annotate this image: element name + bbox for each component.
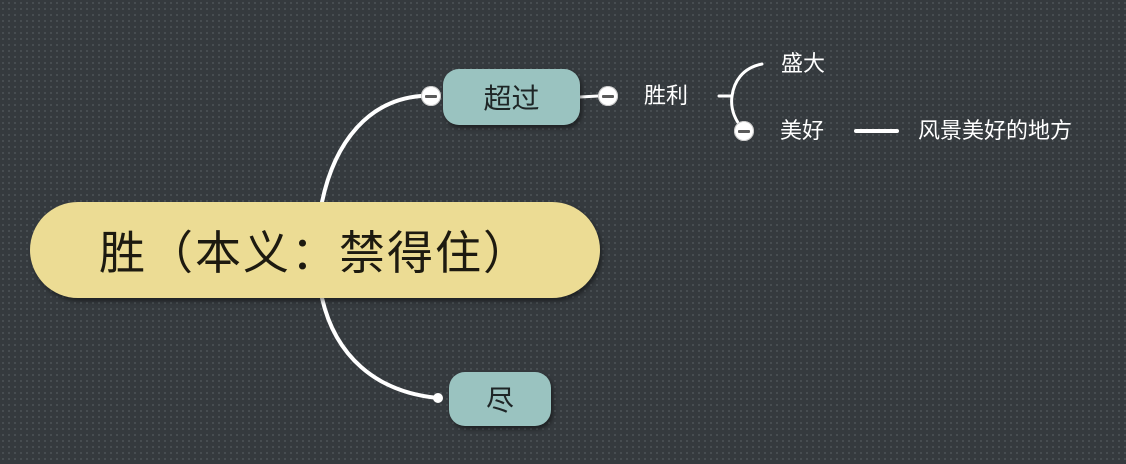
connector-shengli-brace <box>730 62 764 132</box>
leaf-node-meihao[interactable]: 美好 <box>780 119 825 144</box>
root-node[interactable]: 胜（本义：禁得住） <box>30 202 600 298</box>
branch-node-chaoguo-label: 超过 <box>483 82 540 115</box>
collapse-shengli-minus-icon[interactable] <box>598 86 618 106</box>
branch-node-jin-label: 尽 <box>485 384 514 417</box>
branch-end-dot-icon <box>433 393 443 403</box>
collapse-meihao-minus-icon[interactable] <box>734 121 754 141</box>
connector-chaoguo-to-shengli <box>578 94 600 99</box>
branch-node-jin[interactable]: 尽 <box>449 372 551 426</box>
leaf-node-fengjing[interactable]: 风景美好的地方 <box>918 119 1073 144</box>
connector-root-to-jin <box>320 296 440 400</box>
leaf-node-shengda[interactable]: 盛大 <box>781 52 826 77</box>
connector-root-to-chaoguo <box>320 94 423 204</box>
leaf-node-shengli[interactable]: 胜利 <box>644 84 689 109</box>
collapse-chaoguo-minus-icon[interactable] <box>421 86 441 106</box>
branch-node-chaoguo[interactable]: 超过 <box>443 69 580 125</box>
root-node-label: 胜（本义：禁得住） <box>99 226 531 280</box>
